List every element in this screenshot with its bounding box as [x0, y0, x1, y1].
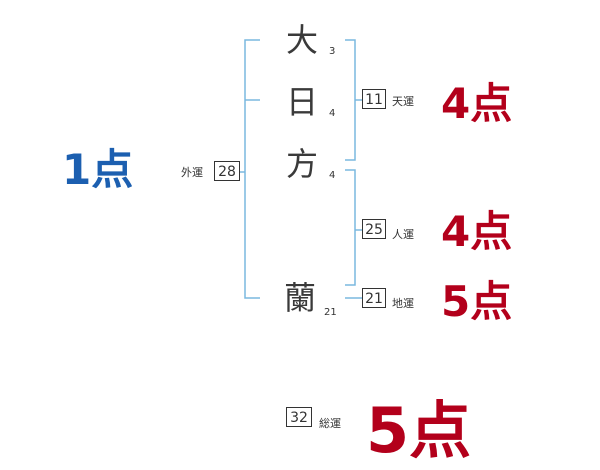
name-char-1: 大: [285, 21, 318, 59]
tenun-score: 4点: [441, 79, 513, 128]
jinun-value-box: 25: [362, 219, 386, 239]
stroke-count-4: 21: [324, 307, 337, 318]
jinun-score: 4点: [441, 207, 513, 256]
gaiun-value-box: 28: [214, 161, 240, 181]
stroke-count-1: 3: [329, 46, 336, 57]
name-char-4: 蘭: [283, 279, 316, 317]
gaiun-bracket: [244, 39, 260, 299]
tenun-value-box: 11: [362, 89, 386, 109]
souun-score: 5点: [366, 394, 472, 467]
tenun-bracket: [345, 39, 356, 161]
tenun-label: 天運: [392, 95, 414, 108]
stroke-count-3: 4: [329, 170, 336, 181]
souun-label: 総運: [319, 417, 341, 430]
stroke-count-2: 4: [329, 108, 336, 119]
jinun-label: 人運: [392, 228, 414, 241]
name-char-3: 方: [285, 145, 318, 183]
gaiun-score: 1点: [62, 145, 134, 194]
jinun-bracket: [345, 169, 356, 286]
souun-value-box: 32: [286, 407, 312, 427]
chiun-score: 5点: [441, 277, 513, 326]
name-char-2: 日: [285, 83, 318, 121]
chiun-value-box: 21: [362, 288, 386, 308]
gaiun-label: 外運: [181, 166, 203, 179]
chiun-label: 地運: [392, 297, 414, 310]
